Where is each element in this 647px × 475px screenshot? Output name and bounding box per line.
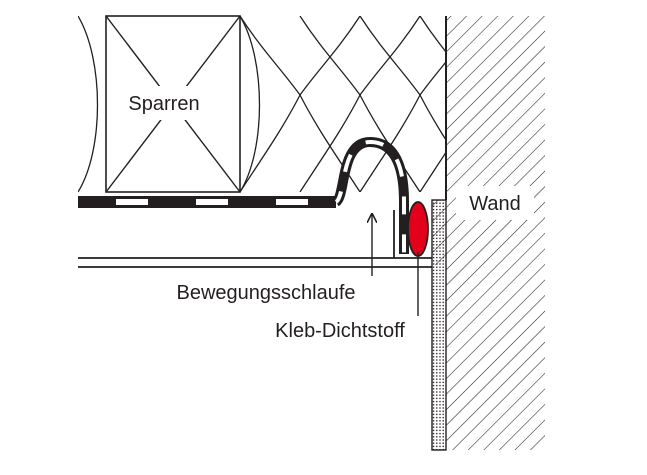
wall-label: Wand — [469, 193, 521, 215]
rafter-label: Sparren — [128, 93, 199, 115]
vapour-barrier — [78, 196, 336, 208]
wall-plaster — [431, 199, 447, 451]
wall — [432, 16, 545, 450]
sealant-bead — [407, 201, 429, 257]
wall-label-background — [456, 186, 534, 220]
rafter-label-background — [114, 86, 214, 120]
ceiling-board — [78, 210, 432, 268]
sealant-label: Kleb-Dichtstoff — [275, 320, 405, 342]
movement-loop-label: Bewegungsschlaufe — [176, 282, 355, 304]
movement-loop — [332, 137, 409, 254]
rafter — [105, 15, 241, 193]
